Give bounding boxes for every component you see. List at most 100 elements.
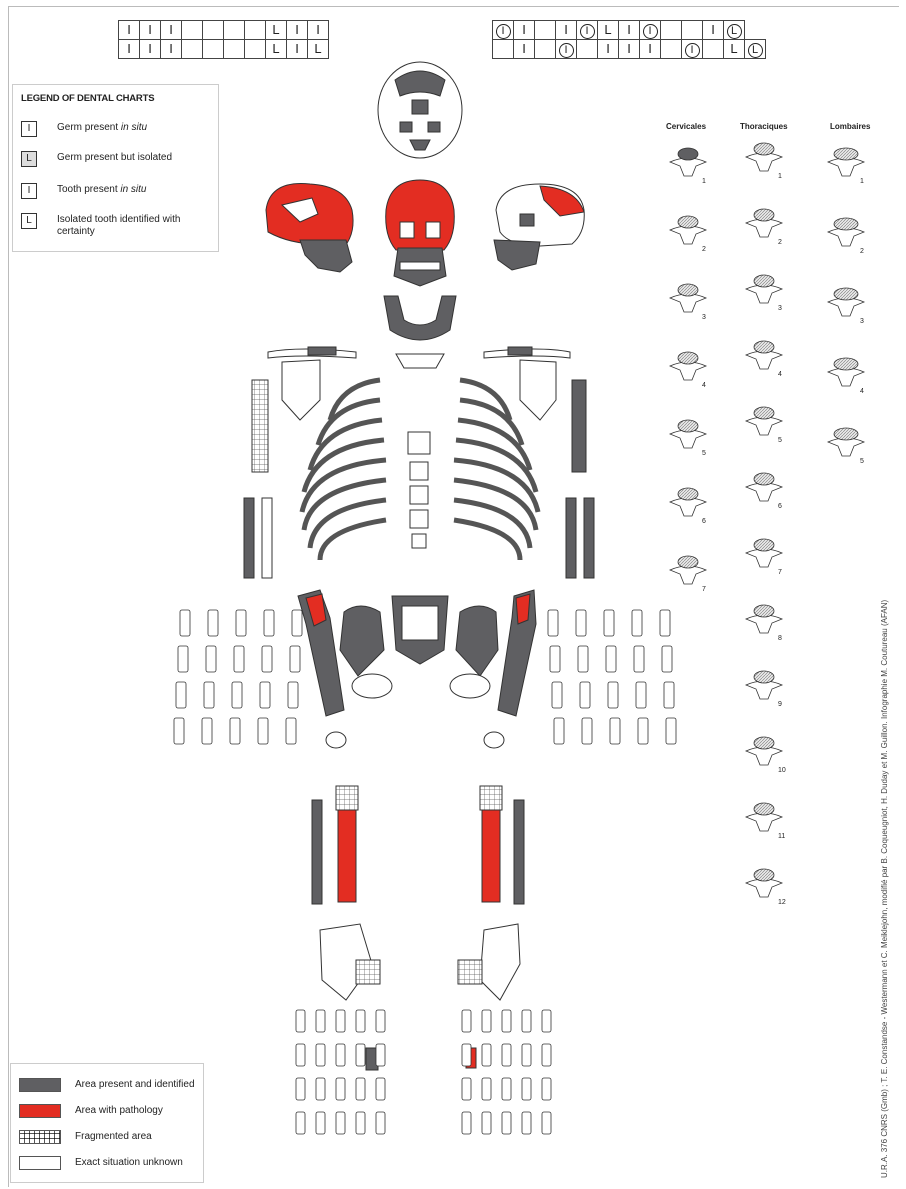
phalanx: [582, 718, 592, 744]
phalanx: [666, 718, 676, 744]
phalanx: [462, 1044, 471, 1066]
vertebra-cervical: [670, 556, 706, 584]
vertebrae-columns: [670, 143, 864, 897]
phalanx: [636, 682, 646, 708]
phalanx: [610, 718, 620, 744]
phalanx: [178, 646, 188, 672]
phalanx: [542, 1044, 551, 1066]
phalanx: [296, 1044, 305, 1066]
pelvis: [340, 596, 498, 698]
vertebrae-header-lumbar: Lombaires: [830, 122, 870, 131]
phalanx: [376, 1044, 385, 1066]
skull-top-view: [378, 62, 462, 158]
vertebra-thoracic-label: 2: [778, 239, 782, 246]
phalanx: [296, 1112, 305, 1134]
scapula-right: [282, 360, 320, 420]
phalanx: [316, 1010, 325, 1032]
phalanx: [522, 1078, 531, 1100]
vertebrae-header-thoracic: Thoraciques: [740, 122, 788, 131]
phalanx: [316, 1044, 325, 1066]
vertebra-lumbar-label: 3: [860, 318, 864, 325]
phalanx: [482, 1112, 491, 1134]
foot-right: [320, 924, 380, 1070]
phalanx: [232, 682, 242, 708]
phalanx: [634, 646, 644, 672]
phalanx: [296, 1010, 305, 1032]
vertebra-lumbar: [828, 358, 864, 386]
sternum: [408, 432, 430, 548]
vertebra-thoracic: [746, 671, 782, 699]
ribs-left: [454, 380, 538, 560]
phalanx: [376, 1010, 385, 1032]
vertebra-thoracic: [746, 869, 782, 897]
phalanx: [578, 646, 588, 672]
leg-right: [312, 786, 358, 904]
phalanx: [608, 682, 618, 708]
vertebra-thoracic-label: 5: [778, 437, 782, 444]
vertebra-thoracic-label: 10: [778, 767, 786, 774]
vertebra-cervical-label: 7: [702, 586, 706, 593]
vertebra-lumbar: [828, 148, 864, 176]
phalanx: [260, 682, 270, 708]
area-legend-text: Area present and identified: [75, 1078, 205, 1091]
phalanx: [316, 1078, 325, 1100]
vertebrae-header-cervical: Cervicales: [666, 122, 706, 131]
forearm-left: [566, 498, 594, 578]
vertebra-thoracic-label: 6: [778, 503, 782, 510]
vertebra-cervical: [670, 488, 706, 516]
phalanx: [522, 1112, 531, 1134]
area-legend-text: Area with pathology: [75, 1104, 205, 1117]
vertebra-thoracic: [746, 803, 782, 831]
patella-left: [484, 732, 504, 748]
vertebra-thoracic: [746, 473, 782, 501]
vertebra-thoracic-label: 7: [778, 569, 782, 576]
phalanx: [356, 1010, 365, 1032]
phalanx: [234, 646, 244, 672]
phalanx: [336, 1112, 345, 1134]
phalanx: [296, 1078, 305, 1100]
phalanx: [180, 610, 190, 636]
vertebra-thoracic-label: 1: [778, 173, 782, 180]
vertebra-thoracic: [746, 143, 782, 171]
phalanx: [202, 718, 212, 744]
phalanx: [632, 610, 642, 636]
phalanx: [176, 682, 186, 708]
vertebra-lumbar-label: 1: [860, 178, 864, 185]
phalanx: [542, 1112, 551, 1134]
phalanx: [258, 718, 268, 744]
vertebra-lumbar: [828, 288, 864, 316]
humerus-right: [252, 380, 268, 472]
vertebra-lumbar-label: 5: [860, 458, 864, 465]
phalanx: [552, 682, 562, 708]
phalanx: [356, 1044, 365, 1066]
vertebra-thoracic: [746, 341, 782, 369]
phalanx: [502, 1078, 511, 1100]
phalanx: [292, 610, 302, 636]
leg-left: [480, 786, 524, 904]
swatch-unknown: [19, 1156, 61, 1170]
phalanx: [286, 718, 296, 744]
vertebra-thoracic-label: 12: [778, 899, 786, 906]
vertebra-cervical: [670, 148, 706, 176]
phalanx: [502, 1044, 511, 1066]
area-legend: Area present and identified Area with pa…: [10, 1063, 204, 1183]
phalanx: [660, 610, 670, 636]
vertebra-thoracic: [746, 737, 782, 765]
phalanx: [288, 682, 298, 708]
phalanx: [580, 682, 590, 708]
skull-lateral-left: [266, 184, 353, 272]
humerus-left: [572, 380, 586, 472]
vertebra-cervical-label: 3: [702, 314, 706, 321]
mandible: [384, 296, 456, 340]
femur-left: [498, 590, 536, 716]
phalanx: [542, 1078, 551, 1100]
vertebra-thoracic: [746, 209, 782, 237]
phalanx: [204, 682, 214, 708]
phalanx: [604, 610, 614, 636]
phalanx: [174, 718, 184, 744]
vertebra-thoracic-label: 11: [778, 833, 785, 840]
phalanx: [482, 1044, 491, 1066]
phalanx: [462, 1010, 471, 1032]
vertebra-lumbar: [828, 218, 864, 246]
phalanx: [262, 646, 272, 672]
